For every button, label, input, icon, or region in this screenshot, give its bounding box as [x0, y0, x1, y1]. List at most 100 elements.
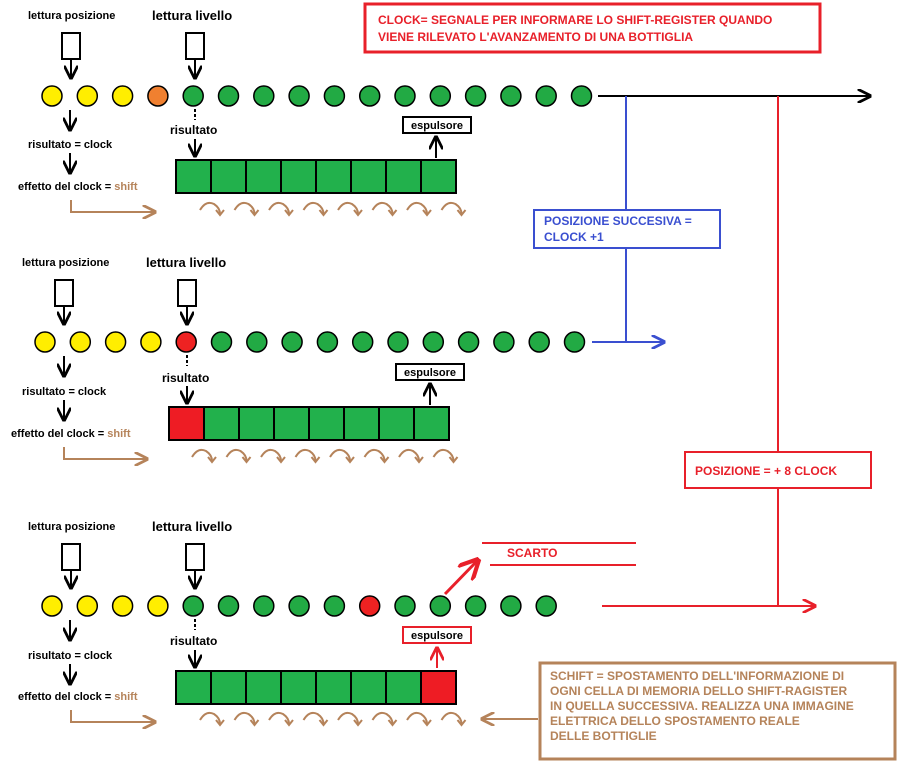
lettura-livello-label: lettura livello — [152, 8, 232, 23]
curl-arrow — [268, 201, 290, 215]
curl-arrow-head — [456, 209, 467, 217]
curl-arrow — [191, 448, 213, 462]
curl-arrow-head — [241, 456, 252, 464]
bottle-green — [535, 85, 557, 107]
register-cell — [175, 159, 212, 194]
row-3: lettura posizione lettura livello risult… — [18, 519, 815, 725]
register-cell — [210, 159, 247, 194]
curl-arrow — [432, 448, 455, 462]
risultato-label: risultato — [170, 634, 217, 648]
curl-arrow — [260, 448, 282, 462]
register-cell — [343, 406, 380, 441]
register-cell — [378, 406, 415, 441]
effetto-clock-label: effetto del clock = shift — [11, 428, 131, 440]
register-cell — [280, 670, 317, 705]
bottle-row — [34, 331, 586, 353]
shift-arrow — [63, 447, 147, 459]
position-sensor — [54, 279, 74, 307]
posizione-8-box — [684, 451, 872, 489]
curl-arrow-head — [387, 719, 398, 727]
position-sensor — [61, 32, 81, 60]
bottle-green — [394, 595, 416, 617]
curl-arrow-head — [422, 719, 432, 727]
register-cell — [385, 159, 422, 194]
register-cell — [245, 670, 282, 705]
bottle-red — [358, 595, 381, 617]
lettura-livello-label: lettura livello — [146, 255, 226, 270]
curl-arrow-head — [448, 456, 459, 464]
level-sensor — [177, 279, 197, 307]
espulsore-label: espulsore — [404, 367, 456, 379]
bottle-green — [253, 85, 275, 107]
clock-note-line2: VIENE RILEVATO L'AVANZAMENTO DI UNA BOTT… — [378, 30, 693, 44]
register-cell — [175, 670, 212, 705]
bottle-yellow — [34, 331, 56, 353]
register-cell — [315, 670, 352, 705]
lettura-posizione-label: lettura posizione — [22, 257, 109, 269]
register-cell — [420, 159, 457, 194]
bottle-yellow — [111, 595, 134, 617]
curl-arrow-head — [353, 719, 363, 727]
register-cell — [385, 670, 422, 705]
register-cell — [210, 670, 247, 705]
curl-arrow — [199, 201, 221, 215]
shift-note-line3: IN QUELLA SUCCESSIVA. REALIZZA UNA IMMAG… — [550, 699, 854, 713]
bottle-orange — [147, 85, 169, 107]
bottle-green — [528, 331, 550, 353]
bottle-green — [253, 595, 275, 617]
bottle-yellow — [76, 595, 99, 617]
bottle-green — [182, 595, 204, 617]
bottle-yellow — [41, 595, 63, 617]
register-cell — [308, 406, 345, 441]
clock-note-line1: CLOCK= SEGNALE PER INFORMARE LO SHIFT-RE… — [378, 13, 772, 27]
curl-arrow — [302, 201, 325, 215]
shift-note-box — [538, 661, 897, 761]
register-cell — [203, 406, 240, 441]
shift-curls — [199, 201, 467, 217]
bottle-red — [175, 331, 197, 353]
bottle-green — [493, 331, 515, 353]
bottle-green — [394, 85, 416, 107]
register-cell — [280, 159, 317, 194]
curl-arrow-head — [387, 209, 398, 217]
risultato-label: risultato — [170, 123, 217, 137]
curl-arrow — [406, 201, 428, 215]
bottle-green — [217, 85, 240, 107]
bottle-green — [316, 331, 339, 353]
curl-arrow-head — [249, 719, 260, 727]
reject-arrow — [443, 560, 478, 596]
bottle-green — [288, 85, 310, 107]
shift-register — [175, 670, 457, 705]
curl-arrow-head — [345, 456, 355, 464]
curl-arrow-head — [276, 456, 286, 464]
curl-arrow-head — [310, 456, 321, 464]
espulsore-box — [395, 363, 465, 381]
risultato-clock-label: risultato = clock — [22, 386, 107, 398]
shift-note-line5: DELLE BOTTIGLIE — [550, 729, 657, 743]
effetto-clock-label: effetto del clock = shift — [18, 691, 138, 703]
clock-note-box — [363, 2, 822, 54]
curl-arrow-head — [215, 719, 225, 727]
bottle-green — [464, 85, 487, 107]
posizione-8-label: POSIZIONE = + 8 CLOCK — [695, 464, 837, 478]
bottle-green — [210, 331, 233, 353]
curl-arrow-head — [422, 209, 432, 217]
bottle-green — [535, 595, 557, 617]
curl-arrow — [329, 448, 351, 462]
lettura-posizione-label: lettura posizione — [28, 521, 115, 533]
bottle-green — [351, 331, 374, 353]
curl-arrow-head — [318, 719, 329, 727]
curl-arrow-head — [318, 209, 329, 217]
bottle-green — [281, 331, 303, 353]
risultato-clock-label: risultato = clock — [28, 139, 113, 151]
bottle-green — [217, 595, 240, 617]
bottle-green — [182, 85, 204, 107]
curl-arrow — [337, 201, 359, 215]
bottle-green — [500, 595, 522, 617]
curl-arrow-head — [353, 209, 363, 217]
bottle-green — [358, 85, 381, 107]
shift-curls — [199, 711, 467, 727]
bottle-green — [422, 331, 445, 353]
register-cell — [245, 159, 282, 194]
